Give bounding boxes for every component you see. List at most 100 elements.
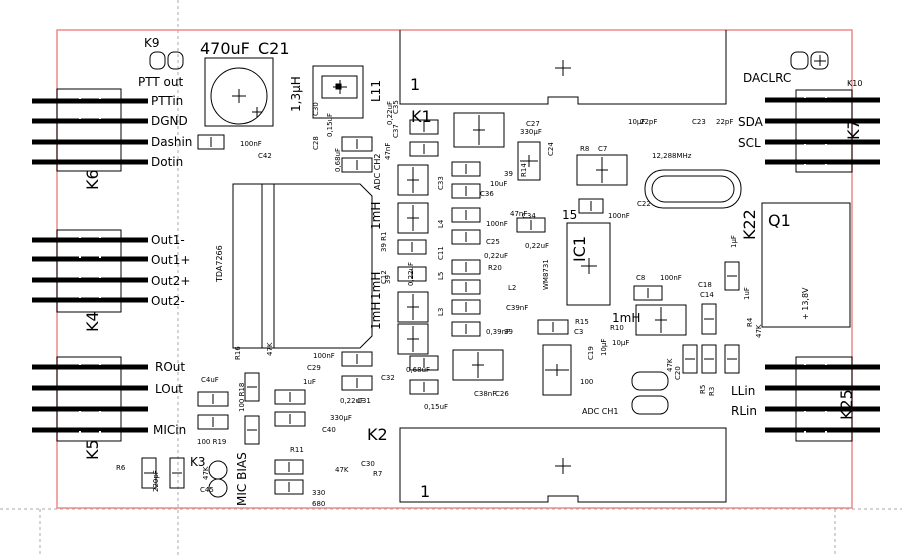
component-label: C38nF (474, 390, 496, 398)
passive-footprint (451, 229, 481, 245)
passive-footprint (397, 239, 427, 255)
jumper-k3 (208, 460, 228, 498)
ic1-ref: IC1 (570, 236, 589, 262)
component-label: 0,15uF (326, 113, 334, 137)
component-label: 10μF (600, 339, 608, 356)
k4-pin-2: Out1+ (151, 253, 190, 267)
component-label: C23 (692, 118, 706, 126)
passive-footprint (516, 217, 546, 233)
jumper-daclrc (790, 51, 829, 70)
component-label: 1uF (303, 378, 316, 386)
ic-tda7266 (232, 183, 373, 349)
component-label: L4 (437, 219, 445, 228)
passive-footprint (409, 379, 439, 395)
component-label: 47K (335, 466, 349, 474)
passive-footprint (451, 183, 481, 199)
component-label: C29 (307, 364, 321, 372)
component-label: 22pF (716, 118, 733, 126)
k4-pin-3: Out2+ (151, 274, 190, 288)
passive-footprint (724, 261, 740, 291)
component-label: R8 (580, 145, 589, 153)
passive-footprint (409, 355, 439, 371)
component-label: 1mH (612, 311, 640, 325)
passive-footprint (274, 389, 306, 405)
component-label: C14 (700, 291, 714, 299)
passive-footprint (397, 291, 429, 323)
k4-ref: K4 (83, 311, 102, 332)
adc-jumper (631, 395, 669, 415)
component-label: L5 (437, 272, 445, 280)
k7-pin-1: DACLRC (743, 71, 791, 85)
passive-footprint (274, 411, 306, 427)
component-label: 47nF (510, 210, 527, 218)
crystal-value: 12,288MHz (652, 152, 692, 160)
component-label: C27 (526, 120, 540, 128)
k5-pin-1: ROut (155, 360, 185, 374)
component-label: R4 (746, 317, 754, 327)
k3-label: MIC BIAS (235, 452, 249, 506)
passive-footprint (409, 141, 439, 157)
component-label: R20 (488, 264, 502, 272)
component-label: 100nF (608, 212, 630, 220)
passive-footprint (169, 457, 185, 489)
tda7266-ref: TDA7266 (215, 245, 224, 283)
component-label: 0,68uF (334, 148, 342, 172)
k6-pin-3: Dashin (151, 135, 192, 149)
component-label: C26 (495, 390, 509, 398)
component-label: 10μF (612, 339, 629, 347)
passive-footprint (274, 479, 304, 495)
l11-ref: L11 (369, 80, 383, 102)
component-label: C7 (598, 145, 607, 153)
passive-footprint (682, 344, 698, 374)
component-label: 0,22uF (386, 101, 394, 125)
l11-value: 1,3μH (289, 76, 303, 112)
k5-pin-2: LOut (155, 382, 183, 396)
component-label: C12 (380, 270, 388, 284)
component-label: 47K (266, 342, 274, 356)
k7-pin-2: SDA (738, 115, 764, 129)
component-label: 330μF (330, 414, 352, 422)
component-label: C3 (574, 328, 583, 336)
component-label: R10 (610, 324, 624, 332)
passive-footprint (244, 415, 260, 445)
k6-pin-2: DGND (151, 114, 188, 128)
component-label: 0,68uF (406, 366, 430, 374)
c21-ref: C21 (258, 39, 290, 58)
ic-wm8731 (566, 222, 611, 306)
component-label: C42 (258, 152, 272, 160)
component-label: C45 (200, 486, 214, 494)
component-label: 47nF (384, 143, 392, 160)
component-label: R5 (699, 385, 707, 394)
k10-ref: K10 (847, 79, 862, 88)
passive-footprint (635, 304, 687, 336)
c21-value: 470uF (200, 39, 250, 58)
component-label: 0,39nF (486, 328, 510, 336)
component-label: 330 (312, 489, 325, 497)
connector-k2 (399, 427, 727, 503)
component-label: C34 (522, 212, 536, 220)
connector-k1 (399, 30, 727, 105)
passive-footprint (578, 198, 604, 214)
passive-footprint (197, 391, 229, 407)
component-label: 100 R19 (197, 438, 226, 446)
passive-footprint (451, 207, 481, 223)
k5-pin-3: MICin (153, 423, 186, 437)
passive-footprint (397, 164, 429, 196)
passive-footprint (451, 161, 481, 177)
component-label: 39 (504, 170, 513, 178)
connector-k4: K4 Out1- Out1+ Out2+ Out2- (32, 229, 190, 332)
k25-ref: K25 (837, 389, 856, 420)
component-label: C35 (392, 100, 400, 114)
component-label: R15 (575, 318, 589, 326)
component-label: 0,22uF (407, 262, 415, 286)
connector-k6: K6 PTTin DGND Dashin Dotin (32, 88, 192, 190)
k4-pin-4: Out2- (151, 294, 185, 308)
k1-ref: K1 (411, 107, 432, 126)
passive-footprint (341, 375, 373, 391)
passive-footprints (141, 112, 740, 498)
q1-value: + 13,8V (801, 287, 810, 320)
inductor-l11 (312, 65, 364, 119)
component-label: C11 (437, 246, 445, 260)
